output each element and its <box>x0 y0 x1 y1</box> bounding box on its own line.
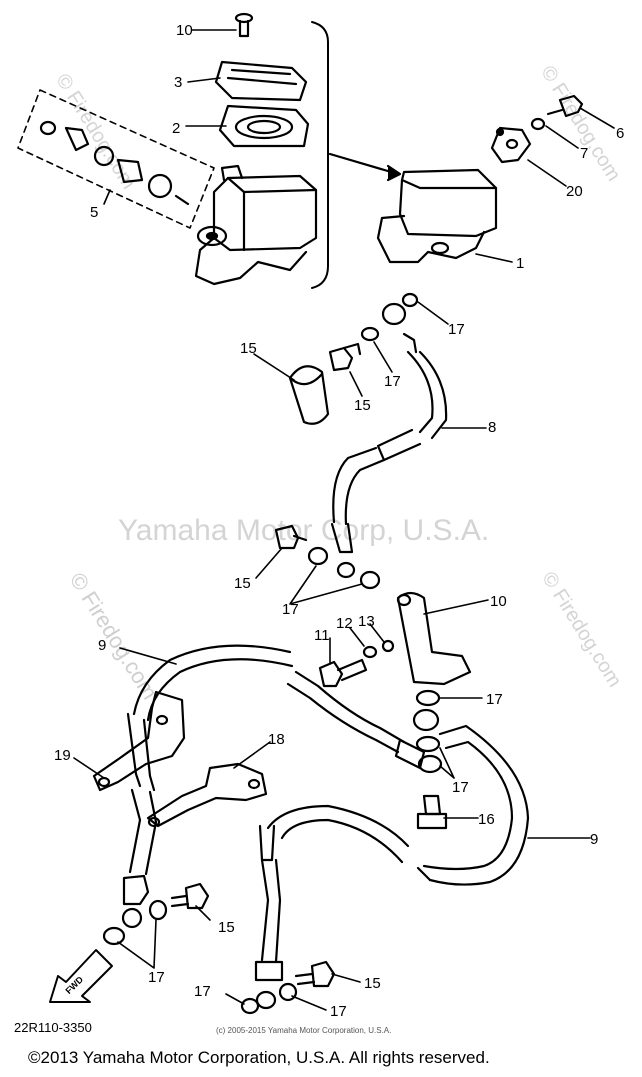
callout-numbers: 10 3 2 5 6 7 20 1 17 15 17 15 8 15 17 10… <box>54 22 624 1020</box>
callout-15-d: 15 <box>364 975 381 992</box>
fwd-arrow <box>49 949 113 1003</box>
small-copyright: (c) 2005-2015 Yamaha Motor Corporation, … <box>216 1026 392 1035</box>
bolt-11 <box>318 658 368 688</box>
callout-19: 19 <box>54 747 71 764</box>
master-cylinder-exploded <box>194 164 318 286</box>
bolt-15-c <box>170 882 210 910</box>
joint-10 <box>396 591 472 686</box>
callout-15-b: 15 <box>234 575 251 592</box>
washer-17-h <box>148 899 168 921</box>
washer-17-f <box>417 754 443 774</box>
callout-17-c: 17 <box>282 601 299 618</box>
callout-15-c: 15 <box>218 919 235 936</box>
callout-16: 16 <box>478 811 495 828</box>
callout-17-g: 17 <box>194 983 211 1000</box>
washer-17-j <box>278 982 298 1002</box>
callout-9-b: 9 <box>590 831 598 848</box>
bolt-15-d <box>294 960 336 988</box>
callout-6: 6 <box>616 125 624 142</box>
washer-17-d <box>415 689 441 707</box>
callout-10: 10 <box>490 593 507 610</box>
callout-17-d: 17 <box>486 691 503 708</box>
callout-7: 7 <box>580 145 588 162</box>
bolt-6 <box>546 94 584 118</box>
bolt-15-a <box>328 342 362 372</box>
callout-8: 8 <box>488 419 496 436</box>
cap-screw <box>234 12 254 38</box>
callout-17-f: 17 <box>148 969 165 986</box>
callout-13: 13 <box>358 613 375 630</box>
callout-14: 15 <box>240 340 257 357</box>
leader-lines <box>73 29 615 1011</box>
bracket-20 <box>490 126 532 164</box>
watermark-center: Yamaha Motor Corp, U.S.A. <box>118 514 490 547</box>
callout-2: 2 <box>172 120 180 137</box>
callout-1: 1 <box>516 255 524 272</box>
diaphragm <box>218 104 310 148</box>
washer-17-g <box>102 926 126 946</box>
washer-17-b <box>307 546 329 566</box>
callout-20: 20 <box>566 183 583 200</box>
brake-hose-crossing <box>286 670 426 770</box>
washer-7 <box>530 117 546 131</box>
brake-hose-right <box>416 724 530 886</box>
cover-14 <box>288 365 330 425</box>
callout-4: 10 <box>176 22 193 39</box>
bracket-19 <box>92 690 186 792</box>
callout-17-a: 17 <box>448 321 465 338</box>
callout-9-a: 9 <box>98 637 106 654</box>
diagram-code: 22R110-3350 <box>14 1020 92 1035</box>
brake-hose-lower <box>254 804 410 1010</box>
washer-13 <box>381 639 395 653</box>
master-cylinder-assembled <box>376 168 498 264</box>
callout-12: 12 <box>336 615 353 632</box>
callout-17-h: 17 <box>330 1003 347 1020</box>
footer-copyright: ©2013 Yamaha Motor Corporation, U.S.A. A… <box>28 1048 490 1067</box>
washer-17-i <box>240 997 260 1015</box>
callout-5: 5 <box>90 204 98 221</box>
bolt-16 <box>416 794 448 830</box>
reservoir-cap <box>214 60 308 102</box>
bracket-18 <box>146 762 268 828</box>
callout-18: 18 <box>268 731 285 748</box>
bolt-15-b <box>274 524 308 550</box>
washer-12 <box>362 645 378 659</box>
callout-3: 3 <box>174 74 182 91</box>
brake-hose-upper <box>330 292 448 579</box>
callout-17-b: 17 <box>384 373 401 390</box>
washer-17-c <box>359 570 381 590</box>
callout-15-a: 15 <box>354 397 371 414</box>
piston-kit <box>17 89 215 229</box>
washer-17-a <box>360 326 380 342</box>
callout-11: 11 <box>314 627 330 644</box>
washer-17-e <box>415 735 441 753</box>
callout-17-e: 17 <box>452 779 469 796</box>
